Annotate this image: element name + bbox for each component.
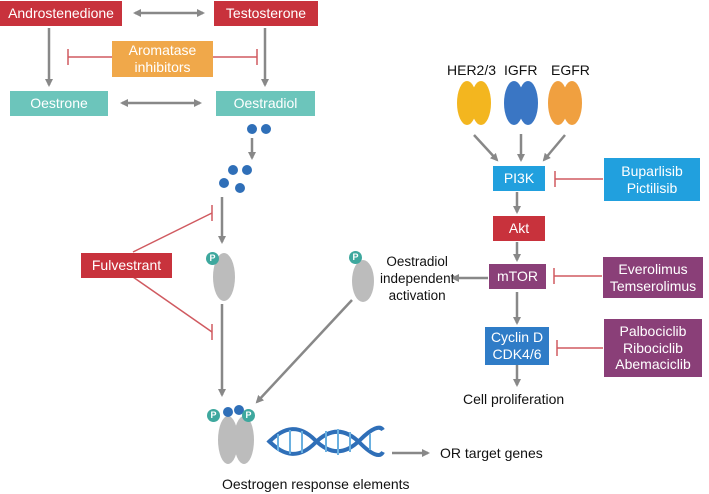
arrow-her23-pi3k <box>473 134 499 162</box>
independent-receptor <box>352 260 374 302</box>
androstenedione-node: Androstenedione <box>0 1 122 26</box>
oestradiol-label: Oestradiol <box>233 95 298 112</box>
testosterone-node: Testosterone <box>214 1 318 26</box>
aromatase-line1: Aromatase <box>128 42 197 59</box>
independent-line3: activation <box>388 287 446 303</box>
dna-icon <box>266 425 385 457</box>
cyclin-line2: CDK4/6 <box>492 346 542 362</box>
receptor-label-her23: HER2/3 <box>447 62 497 78</box>
pi3k-inhibitors-node: Buparlisib Pictilisib <box>604 158 700 201</box>
aromatase-inhibitors-node: Aromatase inhibitors <box>112 41 213 77</box>
aromatase-line2: inhibitors <box>134 59 191 75</box>
oestradiol-node: Oestradiol <box>216 91 315 116</box>
ere-receptor-right <box>234 416 254 464</box>
oestradiol-dot <box>242 165 252 175</box>
abemaciclib-label: Abemaciclib <box>615 356 691 373</box>
testosterone-label: Testosterone <box>225 5 307 22</box>
mtor-label: mTOR <box>497 268 538 285</box>
cyclin-cdk-node: Cyclin D CDK4/6 <box>485 327 549 365</box>
temserolimus-label: Temserolimus <box>609 277 697 294</box>
oestradiol-dot <box>247 124 257 134</box>
cell-proliferation-label: Cell proliferation <box>463 391 565 407</box>
arrow-independent-to-ere <box>255 299 353 404</box>
oestrone-node: Oestrone <box>10 91 108 116</box>
oestrone-label: Oestrone <box>30 95 88 112</box>
or-target-genes-label: OR target genes <box>440 445 543 461</box>
cyclin-line1: Cyclin D <box>490 329 544 346</box>
phospho-marker: P <box>349 251 362 264</box>
phospho-marker: P <box>207 409 220 422</box>
ribociclib-label: Ribociclib <box>623 339 683 356</box>
mtor-node: mTOR <box>489 264 546 289</box>
her23-receptor-icon <box>457 81 491 125</box>
buparlisib-label: Buparlisib <box>621 162 683 179</box>
oestradiol-dot <box>235 183 245 193</box>
mtor-inhibitors-node: Everolimus Temserolimus <box>603 257 703 298</box>
pictilisib-label: Pictilisib <box>626 179 678 196</box>
pi3k-node: PI3K <box>493 166 545 191</box>
akt-node: Akt <box>493 216 545 241</box>
oestrogen-receptor <box>213 253 235 301</box>
pi3k-label: PI3K <box>503 170 535 187</box>
androstenedione-label: Androstenedione <box>8 5 114 22</box>
receptor-label-igfr: IGFR <box>504 62 538 78</box>
inhibit-fulvestrant-upper <box>132 212 213 253</box>
fulvestrant-node: Fulvestrant <box>81 253 172 278</box>
fulvestrant-label: Fulvestrant <box>91 257 162 274</box>
phospho-marker: P <box>242 409 255 422</box>
palbociclib-label: Palbociclib <box>619 322 687 339</box>
ere-receptor-left <box>218 416 238 464</box>
oestrogen-response-label: Oestrogen response elements <box>222 476 410 492</box>
igfr-receptor-icon <box>504 81 538 125</box>
arrow-egfr-pi3k <box>542 134 566 162</box>
oestradiol-independent-label: Oestradiol independent activation <box>380 254 454 305</box>
oestradiol-dot <box>261 124 271 134</box>
oestradiol-dot <box>234 405 244 415</box>
oestradiol-dot <box>228 165 238 175</box>
inhibit-fulvestrant-lower <box>132 276 213 333</box>
oestradiol-dot <box>223 407 233 417</box>
independent-line1: Oestradiol <box>386 254 448 269</box>
egfr-receptor-icon <box>548 81 582 125</box>
akt-label: Akt <box>508 220 530 237</box>
everolimus-label: Everolimus <box>618 260 688 277</box>
oestradiol-dot <box>219 178 229 188</box>
independent-line2: independent <box>380 270 455 286</box>
receptor-label-egfr: EGFR <box>551 62 590 78</box>
phospho-marker: P <box>206 252 219 265</box>
cdk-inhibitors-node: Palbociclib Ribociclib Abemaciclib <box>604 319 702 377</box>
